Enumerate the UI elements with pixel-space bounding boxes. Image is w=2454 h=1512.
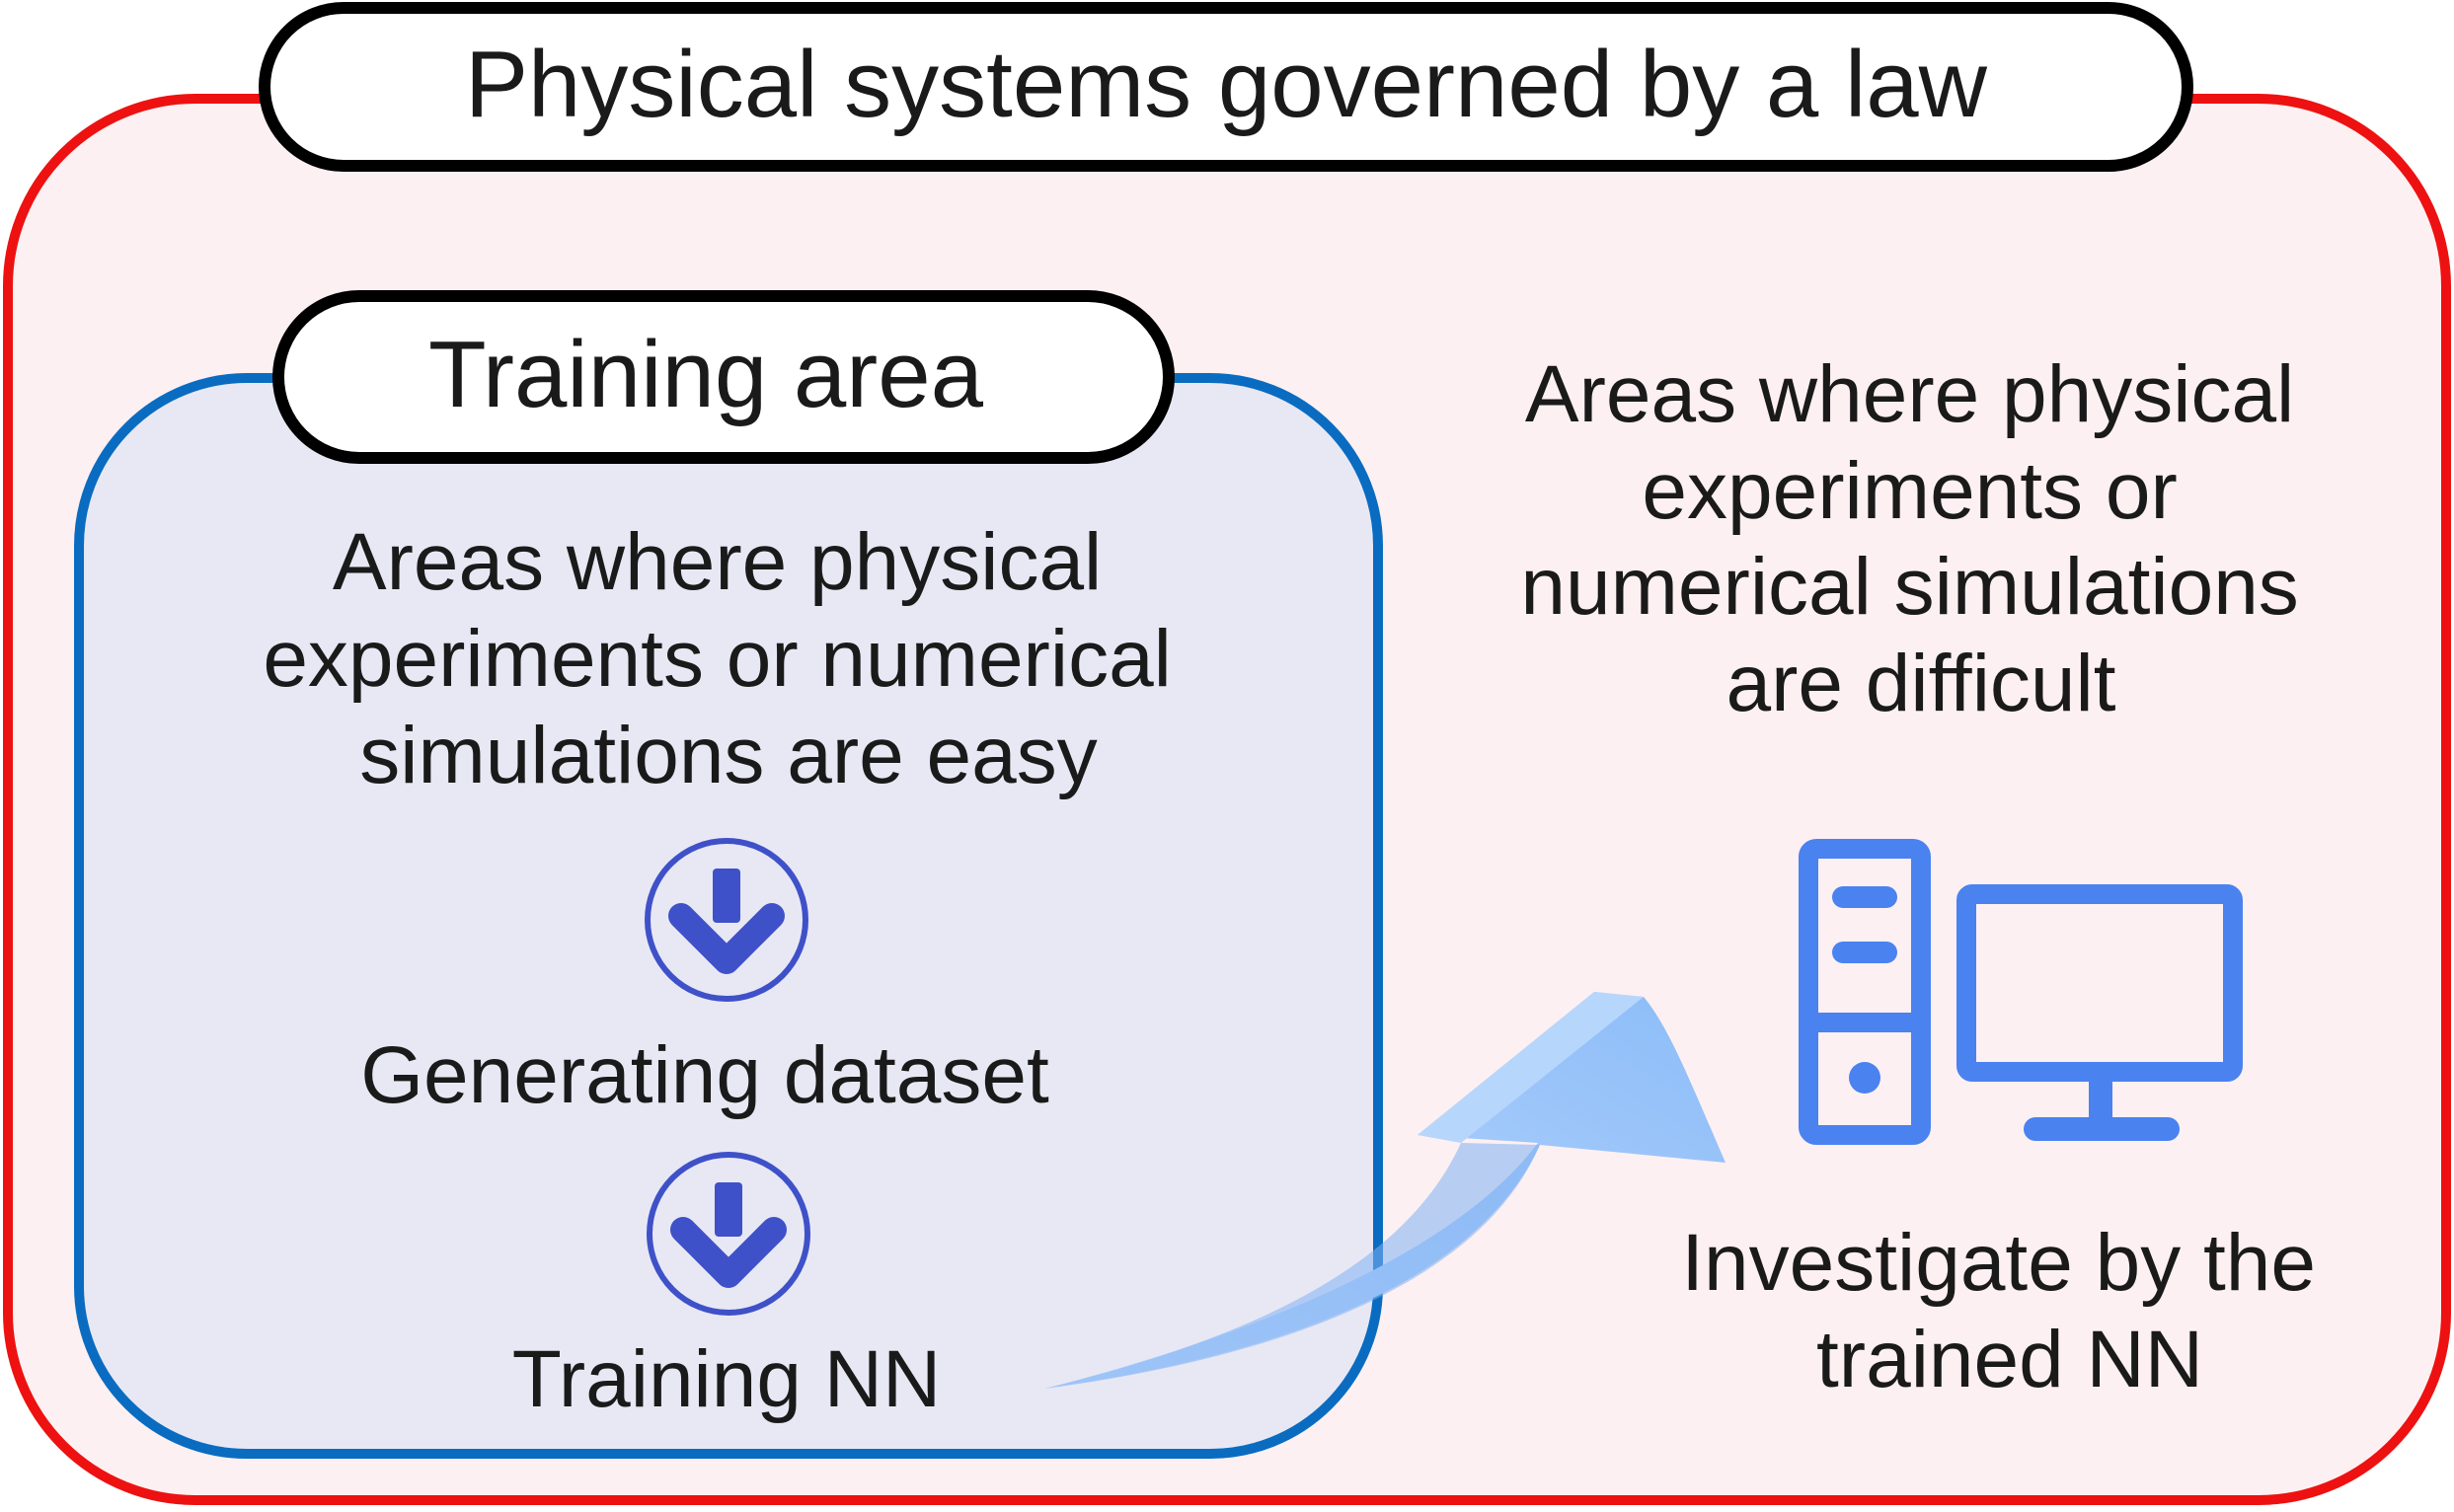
curved-arrow-icon [1044, 992, 1725, 1389]
title-pill [259, 2, 2193, 172]
training-nn-text: Training NN [512, 1334, 941, 1424]
page-title: Physical systems governed by a law [465, 32, 1988, 137]
desktop-computer-icon [1799, 839, 2243, 1145]
generating-dataset-text: Generating dataset [360, 1030, 1049, 1120]
difficult-areas-line: numerical simulations [1520, 542, 2298, 632]
training-area-pill [272, 290, 1175, 464]
difficult-areas-line: experiments or [1642, 446, 2177, 536]
investigate-line: trained NN [1816, 1315, 2203, 1404]
easy-areas-line: simulations are easy [359, 711, 1097, 800]
easy-areas-line: Areas where physical [333, 517, 1102, 607]
training-area-label: Training area [428, 322, 984, 427]
difficult-areas-text: Areas where physical experiments or nume… [1520, 349, 2321, 728]
investigate-line: Investigate by the [1681, 1218, 2316, 1308]
difficult-areas-line: Areas where physical [1525, 349, 2294, 439]
arrow-down-circle-icon [645, 838, 808, 1002]
easy-areas-line: experiments or numerical [263, 614, 1172, 704]
arrow-down-circle-icon [647, 1152, 810, 1316]
difficult-areas-line: are difficult [1725, 639, 2115, 728]
investigate-text: Investigate by the trained NN [1681, 1218, 2339, 1404]
easy-areas-text: Areas where physical experiments or nume… [263, 517, 1193, 800]
